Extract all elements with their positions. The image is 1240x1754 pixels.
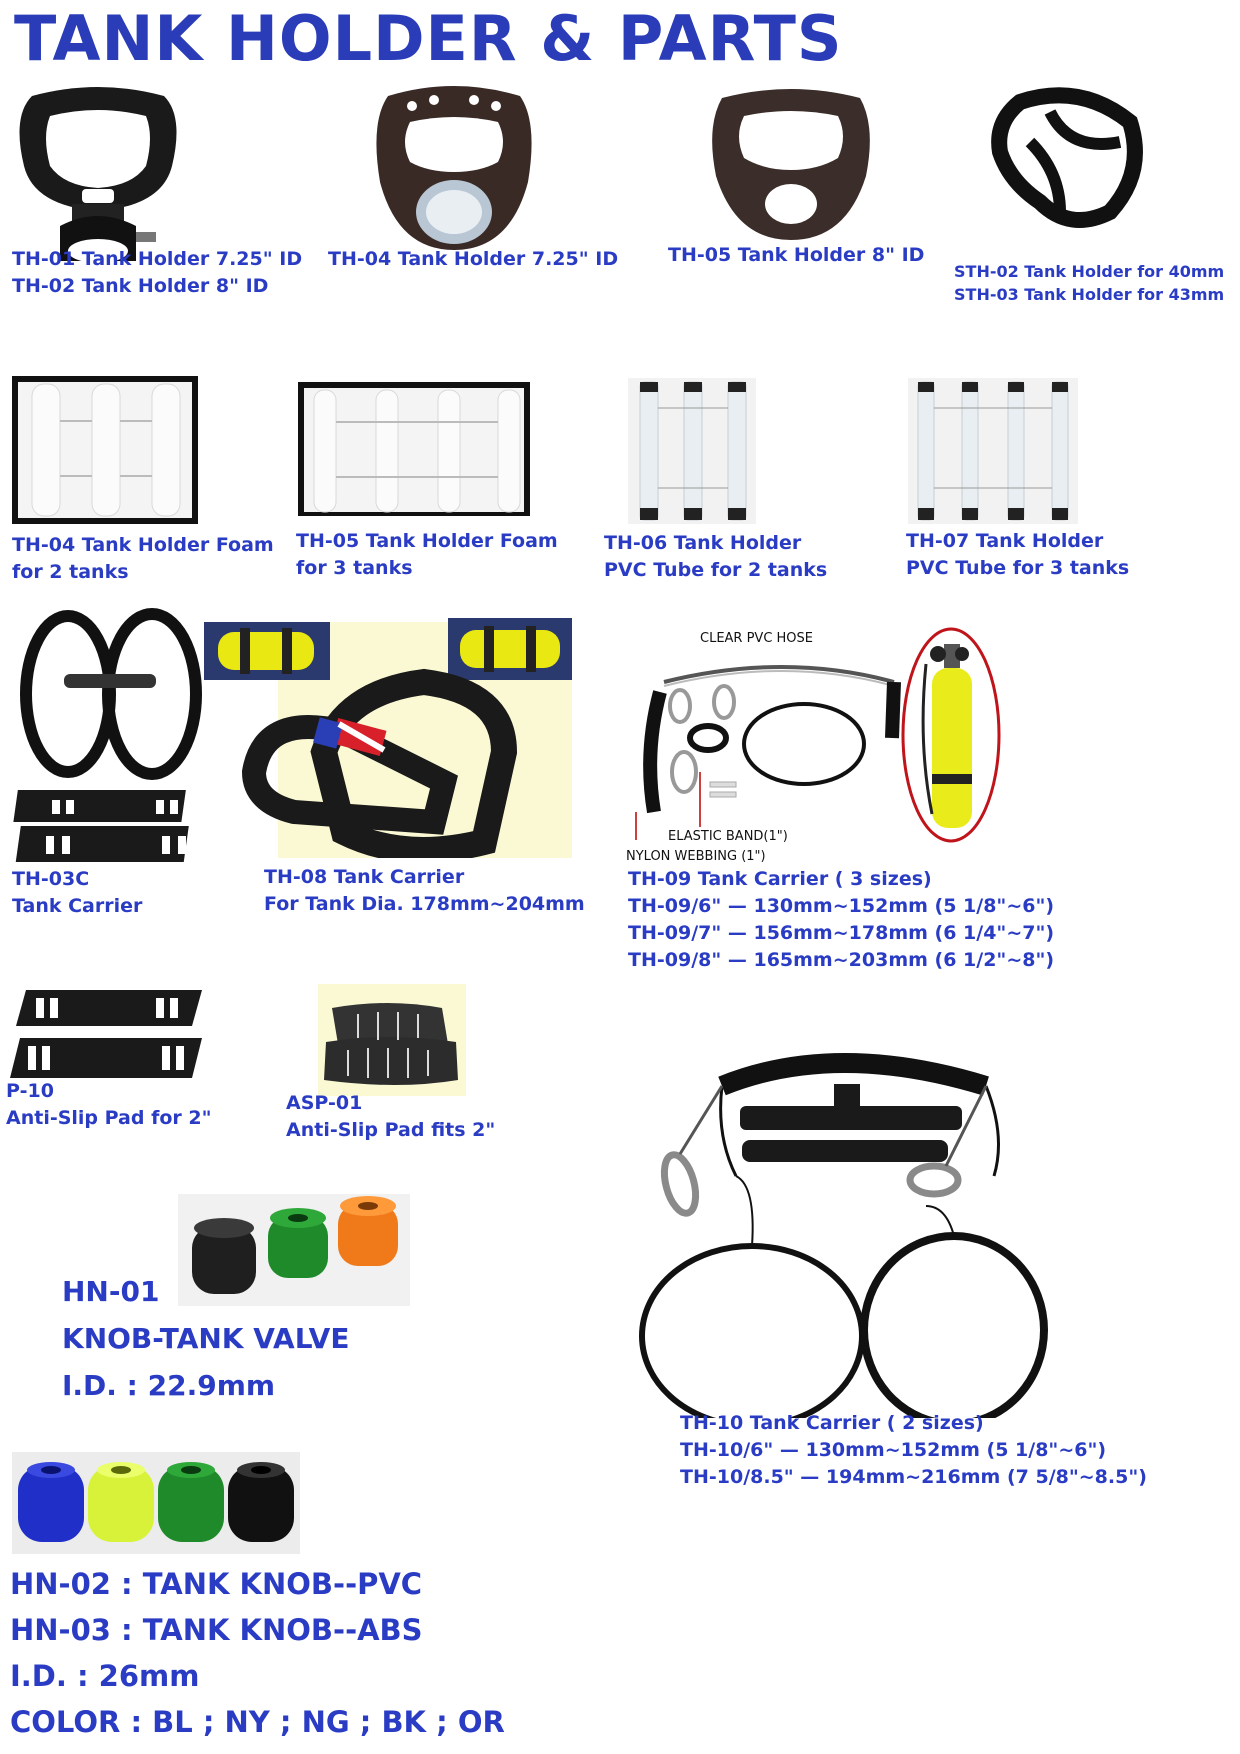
th10-image [626,1046,1062,1418]
th05-foam-caption: TH-05 Tank Holder Foam for 3 tanks [296,528,558,582]
hn01-knob-orange [338,1196,398,1266]
th03c-caption: TH-03C Tank Carrier [12,866,142,920]
th06-caption-line2: PVC Tube for 2 tanks [604,559,828,581]
th04-caption-line1: TH-04 Tank Holder 7.25" ID [328,248,619,270]
hn02-caption-line2: HN-03 : TANK KNOB--ABS [10,1613,423,1647]
asp01-caption-line2: Anti-Slip Pad fits 2" [286,1119,496,1141]
th07-image [908,378,1078,524]
p10-image [6,986,206,1084]
th03c-image [12,604,206,870]
th09-tank-image [898,624,1004,846]
th01-image [12,86,184,266]
th09-label-webbing: NYLON WEBBING (1") [626,849,766,864]
th07-caption: TH-07 Tank Holder PVC Tube for 3 tanks [906,528,1129,582]
th01-caption: TH-01 Tank Holder 7.25" ID TH-02 Tank Ho… [12,246,302,300]
hn02-caption: HN-02 : TANK KNOB--PVC HN-03 : TANK KNOB… [10,1561,505,1745]
hn02-caption-line3: I.D. : 26mm [10,1659,200,1693]
th08-caption-line1: TH-08 Tank Carrier [264,866,465,888]
p10-caption-line1: P-10 [6,1080,54,1102]
th09-image: CLEAR PVC HOSE ELASTIC BAND(1") NYLON WE… [624,622,1000,866]
th08-caption-line2: For Tank Dia. 178mm~204mm [264,893,585,915]
hn02-knob-black [228,1462,294,1542]
p10-caption-line2: Anti-Slip Pad for 2" [6,1107,212,1129]
th09-caption-line1: TH-09 Tank Carrier ( 3 sizes) [628,868,932,890]
hn02-caption-line1: HN-02 : TANK KNOB--PVC [10,1567,423,1601]
th09-label-band: ELASTIC BAND(1") [668,829,788,844]
hn01-caption-line2: KNOB-TANK VALVE [62,1322,350,1355]
th10-caption: TH-10 Tank Carrier ( 2 sizes) TH-10/6" —… [680,1410,1147,1491]
sth-caption-line1: STH-02 Tank Holder for 40mm [954,262,1225,281]
th05-caption-line1: TH-05 Tank Holder 8" ID [668,244,925,266]
th09-label-hose: CLEAR PVC HOSE [700,631,813,646]
sth-image [980,82,1148,232]
th05-foam-image [298,382,530,516]
th04-foam-image [12,376,198,524]
th09-caption-line2: TH-09/6" — 130mm~152mm (5 1/8"~6") [628,895,1055,917]
p10-caption: P-10 Anti-Slip Pad for 2" [6,1078,212,1132]
th06-image [628,378,756,524]
th05-foam-caption-line2: for 3 tanks [296,557,413,579]
th06-caption: TH-06 Tank Holder PVC Tube for 2 tanks [604,530,827,584]
hn01-image [178,1194,410,1306]
th10-caption-line1: TH-10 Tank Carrier ( 2 sizes) [680,1412,984,1434]
th01-caption-line2: TH-02 Tank Holder 8" ID [12,275,269,297]
page-title: TANK HOLDER & PARTS [14,2,843,75]
th04-image [370,82,538,252]
hn02-knob-green [158,1462,224,1542]
th07-caption-line1: TH-07 Tank Holder [906,530,1104,552]
hn02-knob-blue [18,1462,84,1542]
th03c-caption-line2: Tank Carrier [12,895,143,917]
th05-foam-caption-line1: TH-05 Tank Holder Foam [296,530,558,552]
hn02-image [12,1452,300,1554]
th01-caption-line1: TH-01 Tank Holder 7.25" ID [12,248,303,270]
th09-caption-line4: TH-09/8" — 165mm~203mm (6 1/2"~8") [628,949,1055,971]
asp01-caption-line1: ASP-01 [286,1092,363,1114]
th07-caption-line2: PVC Tube for 3 tanks [906,557,1130,579]
th09-caption-line3: TH-09/7" — 156mm~178mm (6 1/4"~7") [628,922,1055,944]
th04-foam-caption-line1: TH-04 Tank Holder Foam [12,534,274,556]
th04-caption: TH-04 Tank Holder 7.25" ID [328,246,618,273]
hn01-caption-line1: HN-01 [62,1275,160,1308]
th05-caption: TH-05 Tank Holder 8" ID [668,242,924,269]
th08-image [204,612,572,858]
th05-image [706,86,876,242]
th10-caption-line3: TH-10/8.5" — 194mm~216mm (7 5/8"~8.5") [680,1466,1147,1488]
th04-foam-caption: TH-04 Tank Holder Foam for 2 tanks [12,532,274,586]
sth-caption: STH-02 Tank Holder for 40mm STH-03 Tank … [954,260,1224,306]
th03c-caption-line1: TH-03C [12,868,90,890]
th10-caption-line2: TH-10/6" — 130mm~152mm (5 1/8"~6") [680,1439,1107,1461]
sth-caption-line2: STH-03 Tank Holder for 43mm [954,285,1225,304]
th09-caption: TH-09 Tank Carrier ( 3 sizes) TH-09/6" —… [628,866,1054,974]
asp01-image [318,984,466,1096]
hn01-caption-line3: I.D. : 22.9mm [62,1369,276,1402]
th06-caption-line1: TH-06 Tank Holder [604,532,802,554]
hn01-knob-black [192,1218,256,1294]
th08-caption: TH-08 Tank Carrier For Tank Dia. 178mm~2… [264,864,585,918]
hn01-caption: HN-01 KNOB-TANK VALVE I.D. : 22.9mm [62,1268,349,1409]
hn01-knob-green [268,1208,328,1278]
th04-foam-caption-line2: for 2 tanks [12,561,129,583]
hn02-knob-yellow [88,1462,154,1542]
asp01-caption: ASP-01 Anti-Slip Pad fits 2" [286,1090,495,1144]
hn02-caption-line4: COLOR : BL ; NY ; NG ; BK ; OR [10,1705,505,1739]
